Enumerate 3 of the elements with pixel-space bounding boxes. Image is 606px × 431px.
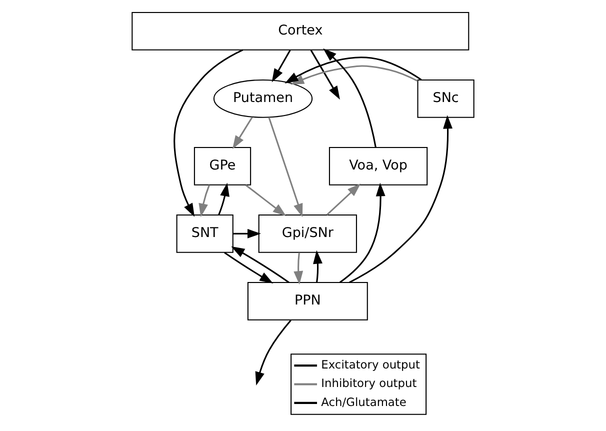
legend-label: Ach/Glutamate [321, 394, 406, 409]
legend-label: Inhibitory output [321, 376, 417, 390]
legend-label: Excitatory output [321, 357, 420, 372]
